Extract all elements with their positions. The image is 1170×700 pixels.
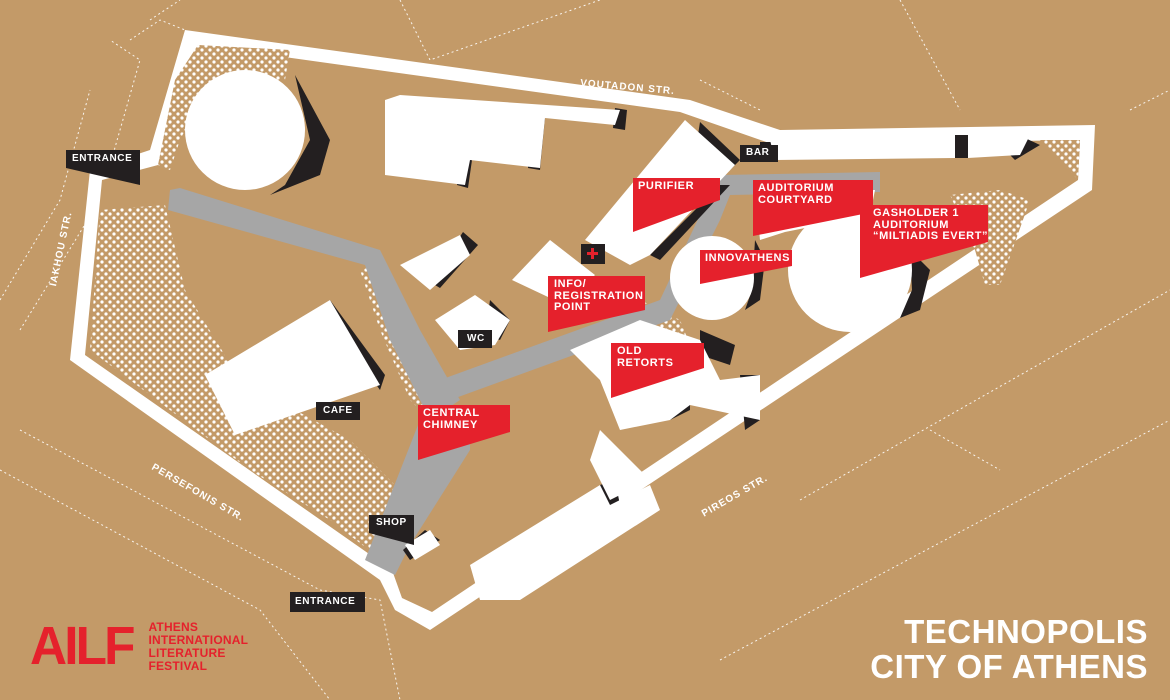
label-bar[interactable]: BAR (746, 147, 770, 158)
logo-line1: ATHENS (148, 620, 199, 634)
title-line2: CITY OF ATHENS (870, 648, 1148, 685)
title-line1: TECHNOPOLIS (904, 613, 1148, 650)
label-info[interactable]: INFO/ REGISTRATION POINT (554, 278, 644, 314)
label-central-chimney[interactable]: CENTRAL CHIMNEY (423, 407, 480, 431)
tag-central-chimney (418, 405, 510, 460)
tag-bar (740, 145, 778, 162)
tag-old-retorts (611, 343, 704, 398)
label-cafe[interactable]: CAFE (323, 405, 353, 416)
cross-icon (587, 248, 598, 259)
block-a (400, 235, 470, 290)
label-entrance-bottom[interactable]: ENTRANCE (295, 596, 356, 607)
tag-cafe (316, 402, 360, 420)
label-wc[interactable]: WC (467, 333, 485, 344)
building-north (385, 95, 620, 185)
tag-entrance-left (66, 150, 140, 185)
label-shop[interactable]: SHOP (376, 517, 407, 528)
tag-wc (458, 330, 492, 348)
tag-shop (369, 515, 414, 545)
service-tags (66, 145, 778, 612)
gasholder-west (185, 70, 305, 190)
label-old-retorts[interactable]: OLD RETORTS (617, 345, 674, 369)
tag-entrance-bottom (290, 592, 365, 612)
south-building (470, 485, 660, 600)
map-title: TECHNOPOLIS CITY OF ATHENS (870, 614, 1148, 684)
cafe-building (205, 300, 380, 435)
tag-purifier (633, 178, 720, 232)
label-auditorium-courtyard[interactable]: AUDITORIUM COURTYARD (758, 182, 835, 206)
logo-mark: AILF (30, 616, 135, 676)
label-gasholder[interactable]: GASHOLDER 1 AUDITORIUM “MILTIADIS EVERT” (873, 207, 989, 243)
label-entrance-left[interactable]: ENTRANCE (72, 153, 133, 164)
festival-logo: AILF ATHENS INTERNATIONAL LITERATURE FES… (30, 617, 248, 675)
label-innovathens[interactable]: INNOVATHENS (705, 252, 791, 264)
logo-line3: LITERATURE (148, 646, 226, 660)
east-strip (968, 135, 1030, 158)
logo-text: ATHENS INTERNATIONAL LITERATURE FESTIVAL (148, 621, 248, 673)
logo-line2: INTERNATIONAL (148, 633, 249, 647)
tag-info (548, 276, 645, 332)
south-east-block (590, 430, 650, 500)
label-purifier[interactable]: PURIFIER (638, 180, 695, 192)
bar-building (770, 135, 955, 160)
tag-gasholder (860, 205, 988, 278)
highlight-tags (418, 178, 988, 460)
tag-auditorium-courtyard (753, 180, 873, 236)
tag-innovathens (700, 250, 792, 284)
shop-kiosk (405, 530, 440, 560)
logo-line4: FESTIVAL (148, 659, 208, 673)
